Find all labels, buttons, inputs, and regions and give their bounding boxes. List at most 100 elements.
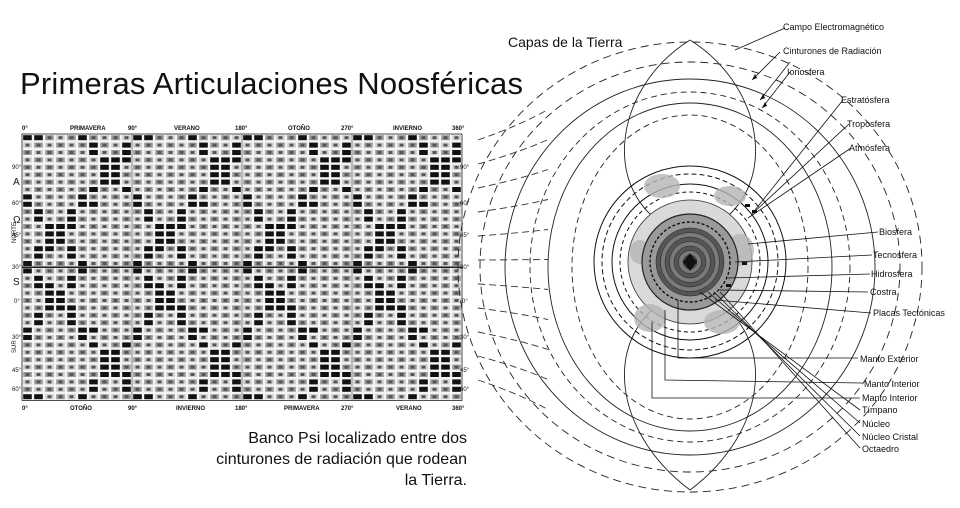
grid-glyph [410,254,415,258]
grid-glyph [256,173,261,177]
grid-cell [89,327,98,333]
grid-cell [397,305,406,311]
grid-glyph [399,202,404,206]
grid-glyph [289,165,294,169]
grid-glyph [179,328,184,332]
grid-glyph [135,188,140,191]
grid-cell [133,194,142,200]
grid-glyph [278,136,283,140]
grid-glyph [190,387,195,391]
grid-glyph [91,365,96,369]
grid-glyph [201,321,206,325]
grid-glyph [267,276,272,280]
grid-glyph [91,350,96,354]
grid-right-label: 45° [460,368,470,374]
grid-glyph [157,328,162,332]
grid-glyph [300,350,305,354]
grid-glyph [377,254,382,258]
grid-cell [199,386,208,392]
grid-cell [23,201,32,207]
grid-cell [23,335,32,340]
grid-cell [265,224,274,229]
grid-glyph [234,217,239,221]
grid-glyph [322,210,327,214]
grid-glyph [421,284,426,288]
grid-glyph [190,380,195,384]
grid-glyph [289,395,294,399]
grid-glyph [80,343,85,347]
grid-glyph [289,343,294,347]
grid-glyph [454,306,459,310]
grid-glyph [366,225,371,228]
grid-glyph [58,313,63,317]
grid-glyph [311,247,316,251]
grid-glyph [421,165,426,169]
grid-glyph [201,299,206,302]
grid-glyph [146,299,151,302]
grid-glyph [333,225,338,228]
grid-glyph [69,328,74,332]
grid-glyph [58,276,63,280]
grid-cell [34,246,43,252]
symbol-s: S [13,277,20,288]
grid-glyph [311,299,316,302]
grid-cell [353,335,362,340]
grid-glyph [256,291,261,295]
grid-glyph [355,284,360,288]
grid-glyph [344,321,349,325]
grid-cell [364,253,373,259]
grid-glyph [278,254,283,258]
layer-label: Costra [870,287,897,297]
grid-glyph [245,165,250,169]
grid-glyph [454,232,459,236]
grid-glyph [454,210,459,214]
grid-cell [287,275,296,281]
grid-cell [375,246,384,252]
grid-glyph [366,165,371,169]
grid-cell [386,231,395,237]
grid-glyph [256,165,261,169]
cloud-blob [714,186,746,206]
grid-cell [309,379,318,385]
grid-glyph [366,343,371,347]
grid-glyph [80,180,85,184]
grid-cell [408,268,417,274]
grid-glyph [256,202,261,206]
grid-glyph [355,343,360,347]
grid-glyph [135,143,140,147]
grid-glyph [267,373,272,376]
grid-glyph [432,254,437,258]
grid-glyph [399,173,404,177]
grid-glyph [421,336,426,339]
grid-glyph [124,173,129,177]
grid-glyph [80,151,85,154]
grid-glyph [113,276,118,280]
grid-glyph [443,306,448,310]
grid-glyph [157,269,162,273]
grid-glyph [256,350,261,354]
grid-cell [441,157,450,163]
grid-glyph [388,343,393,347]
grid-cell [199,187,208,192]
grid-glyph [256,299,261,302]
grid-glyph [223,217,228,221]
grid-glyph [344,165,349,169]
grid-glyph [168,195,173,199]
grid-glyph [179,239,184,243]
grid-glyph [377,180,382,184]
grid-glyph [399,395,404,399]
layer-label: Manto Interior [864,379,920,389]
grid-glyph [25,291,30,295]
grid-glyph [223,328,228,332]
grid-glyph [157,373,162,376]
grid-glyph [168,165,173,169]
grid-glyph [113,336,118,339]
grid-glyph [25,380,30,384]
grid-glyph [80,158,85,162]
grid-glyph [344,254,349,258]
grid-cell [408,261,417,266]
grid-cell [78,261,87,266]
grid-glyph [146,269,151,273]
grid-glyph [168,365,173,369]
grid-glyph [366,262,371,265]
